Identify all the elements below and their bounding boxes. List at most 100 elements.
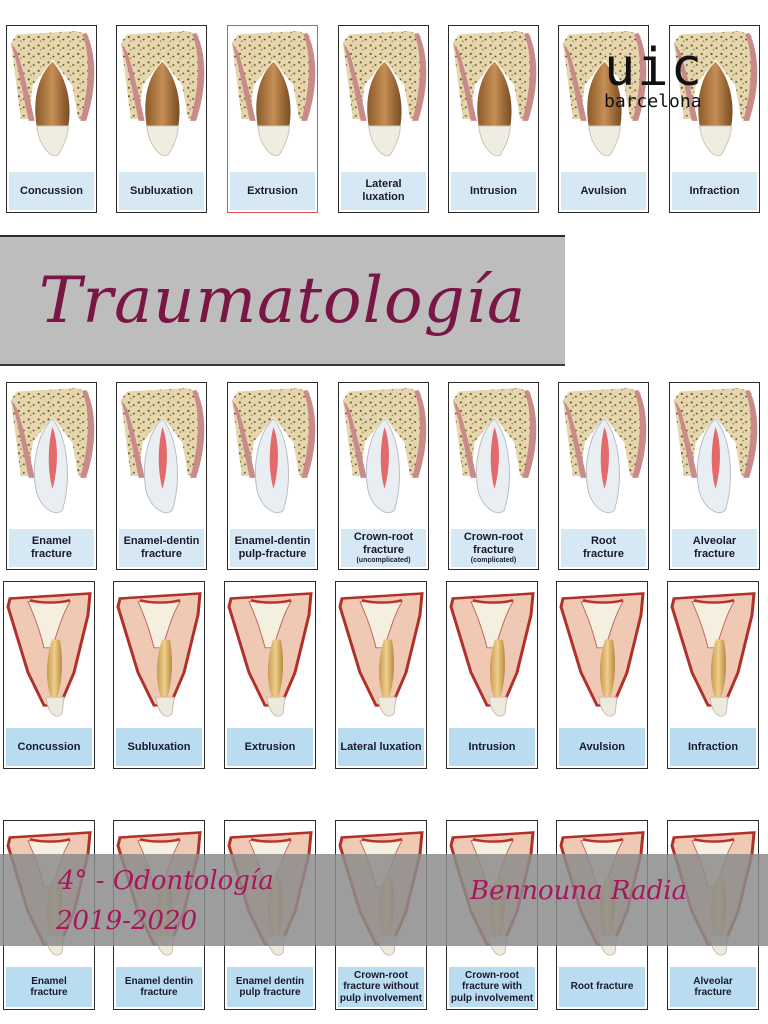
tooth-illustration-icon bbox=[339, 26, 428, 170]
luxation-card-4: Lateral luxation bbox=[338, 25, 429, 213]
card-label: Root fracture bbox=[561, 529, 646, 567]
card-label: Crown-root fracture(uncomplicated) bbox=[341, 529, 426, 567]
card-label-text: Crown-root fracture without pulp involve… bbox=[339, 969, 423, 1004]
card-label-text: Extrusion bbox=[244, 740, 296, 753]
fracture-card-7: Alveolar fracture bbox=[669, 382, 760, 570]
card-label-text: Intrusion bbox=[469, 184, 518, 197]
card-label: Lateral luxation bbox=[338, 728, 424, 766]
card-label-text: Lateral luxation bbox=[362, 178, 405, 203]
card-label: Enamel-dentin pulp-fracture bbox=[230, 529, 315, 567]
luxation-card-alt-7: Infraction bbox=[667, 581, 759, 769]
card-label-note: (complicated) bbox=[470, 556, 517, 564]
tooth-illustration-icon bbox=[339, 383, 428, 527]
card-label-text: Concussion bbox=[17, 740, 81, 753]
card-label: Concussion bbox=[9, 172, 94, 210]
card-label: Intrusion bbox=[451, 172, 536, 210]
academic-year: 2019-2020 bbox=[56, 906, 198, 936]
luxation-card-3: Extrusion bbox=[227, 25, 318, 213]
tooth-illustration-icon bbox=[7, 383, 96, 527]
fracture-card-3: Enamel-dentin pulp-fracture bbox=[227, 382, 318, 570]
card-label-text: Infraction bbox=[687, 740, 739, 753]
tooth-illustration-icon bbox=[228, 26, 317, 170]
card-label-text: Alveolar fracture bbox=[693, 975, 733, 999]
card-label-text: Root fracture bbox=[570, 981, 634, 993]
card-label-text: Subluxation bbox=[130, 184, 193, 197]
luxation-card-7: Infraction bbox=[669, 25, 760, 213]
card-label-note: (uncomplicated) bbox=[356, 556, 411, 564]
card-label-text: Enamel fracture bbox=[30, 975, 68, 999]
card-label-text: Enamel-dentin pulp-fracture bbox=[234, 535, 311, 560]
fracture-card-2: Enamel-dentin fracture bbox=[116, 382, 207, 570]
title-banner: Traumatología bbox=[0, 235, 565, 366]
fracture-card-6: Root fracture bbox=[558, 382, 649, 570]
tooth-illustration-icon bbox=[670, 383, 759, 527]
card-label: Enamel-dentin fracture bbox=[119, 529, 204, 567]
card-label: Crown-root fracture without pulp involve… bbox=[338, 967, 424, 1007]
card-label: Extrusion bbox=[227, 728, 313, 766]
luxation-card-alt-4: Lateral luxation bbox=[335, 581, 427, 769]
card-label-text: Root fracture bbox=[583, 535, 624, 560]
card-label-text: Crown-root fracture bbox=[463, 531, 524, 556]
tooth-illustration-icon bbox=[670, 26, 759, 170]
card-label: Avulsion bbox=[559, 728, 645, 766]
tooth-illustration-icon bbox=[117, 26, 206, 170]
luxation-card-6: Avulsion bbox=[558, 25, 649, 213]
uic-barcelona-logo: uic barcelona bbox=[604, 38, 734, 130]
card-label: Concussion bbox=[6, 728, 92, 766]
card-label: Avulsion bbox=[561, 172, 646, 210]
card-label: Subluxation bbox=[116, 728, 202, 766]
tooth-illustration-icon bbox=[557, 582, 647, 726]
course-label: 4° - Odontología bbox=[58, 866, 274, 896]
card-label: Enamel fracture bbox=[9, 529, 94, 567]
card-label: Infraction bbox=[672, 172, 757, 210]
luxation-card-alt-6: Avulsion bbox=[556, 581, 648, 769]
luxation-card-alt-1: Concussion bbox=[3, 581, 95, 769]
luxation-card-alt-5: Intrusion bbox=[446, 581, 538, 769]
luxation-card-alt-2: Subluxation bbox=[113, 581, 205, 769]
card-label-text: Avulsion bbox=[578, 740, 626, 753]
card-label-text: Subluxation bbox=[127, 740, 191, 753]
card-label-text: Crown-root fracture bbox=[353, 531, 414, 556]
card-label: Enamel dentin pulp fracture bbox=[227, 967, 313, 1007]
card-label: Infraction bbox=[670, 728, 756, 766]
card-label-text: Avulsion bbox=[580, 184, 627, 197]
card-label: Crown-root fracture(complicated) bbox=[451, 529, 536, 567]
tooth-illustration-icon bbox=[228, 383, 317, 527]
card-label-text: Extrusion bbox=[247, 184, 298, 197]
card-label: Extrusion bbox=[230, 172, 315, 210]
footer-overlay-band: 4° - Odontología 2019-2020 Bennouna Radi… bbox=[0, 854, 768, 946]
logo-main-text: uic bbox=[604, 38, 704, 98]
card-label-text: Intrusion bbox=[468, 740, 516, 753]
luxation-card-alt-3: Extrusion bbox=[224, 581, 316, 769]
card-label-text: Concussion bbox=[20, 184, 83, 197]
tooth-illustration-icon bbox=[559, 26, 648, 170]
fracture-card-5: Crown-root fracture(complicated) bbox=[448, 382, 539, 570]
card-label-text: Enamel dentin pulp fracture bbox=[235, 975, 305, 999]
tooth-illustration-icon bbox=[668, 582, 758, 726]
tooth-illustration-icon bbox=[559, 383, 648, 527]
card-label: Root fracture bbox=[559, 967, 645, 1007]
card-label-text: Alveolar fracture bbox=[692, 535, 737, 560]
tooth-illustration-icon bbox=[7, 26, 96, 170]
card-label: Alveolar fracture bbox=[672, 529, 757, 567]
card-label: Intrusion bbox=[449, 728, 535, 766]
card-label: Lateral luxation bbox=[341, 172, 426, 210]
tooth-illustration-icon bbox=[336, 582, 426, 726]
card-label: Subluxation bbox=[119, 172, 204, 210]
luxation-card-1: Concussion bbox=[6, 25, 97, 213]
luxation-card-2: Subluxation bbox=[116, 25, 207, 213]
tooth-illustration-icon bbox=[447, 582, 537, 726]
tooth-illustration-icon bbox=[225, 582, 315, 726]
card-label-text: Crown-root fracture with pulp involvemen… bbox=[450, 969, 534, 1004]
card-label-text: Enamel dentin fracture bbox=[124, 975, 194, 999]
tooth-illustration-icon bbox=[449, 383, 538, 527]
fracture-card-4: Crown-root fracture(uncomplicated) bbox=[338, 382, 429, 570]
tooth-illustration-icon bbox=[117, 383, 206, 527]
fracture-card-1: Enamel fracture bbox=[6, 382, 97, 570]
card-label-text: Infraction bbox=[689, 184, 740, 197]
card-label: Enamel dentin fracture bbox=[116, 967, 202, 1007]
luxation-card-5: Intrusion bbox=[448, 25, 539, 213]
card-label-text: Lateral luxation bbox=[340, 740, 422, 753]
author-name: Bennouna Radia bbox=[470, 876, 688, 906]
card-label: Crown-root fracture with pulp involvemen… bbox=[449, 967, 535, 1007]
